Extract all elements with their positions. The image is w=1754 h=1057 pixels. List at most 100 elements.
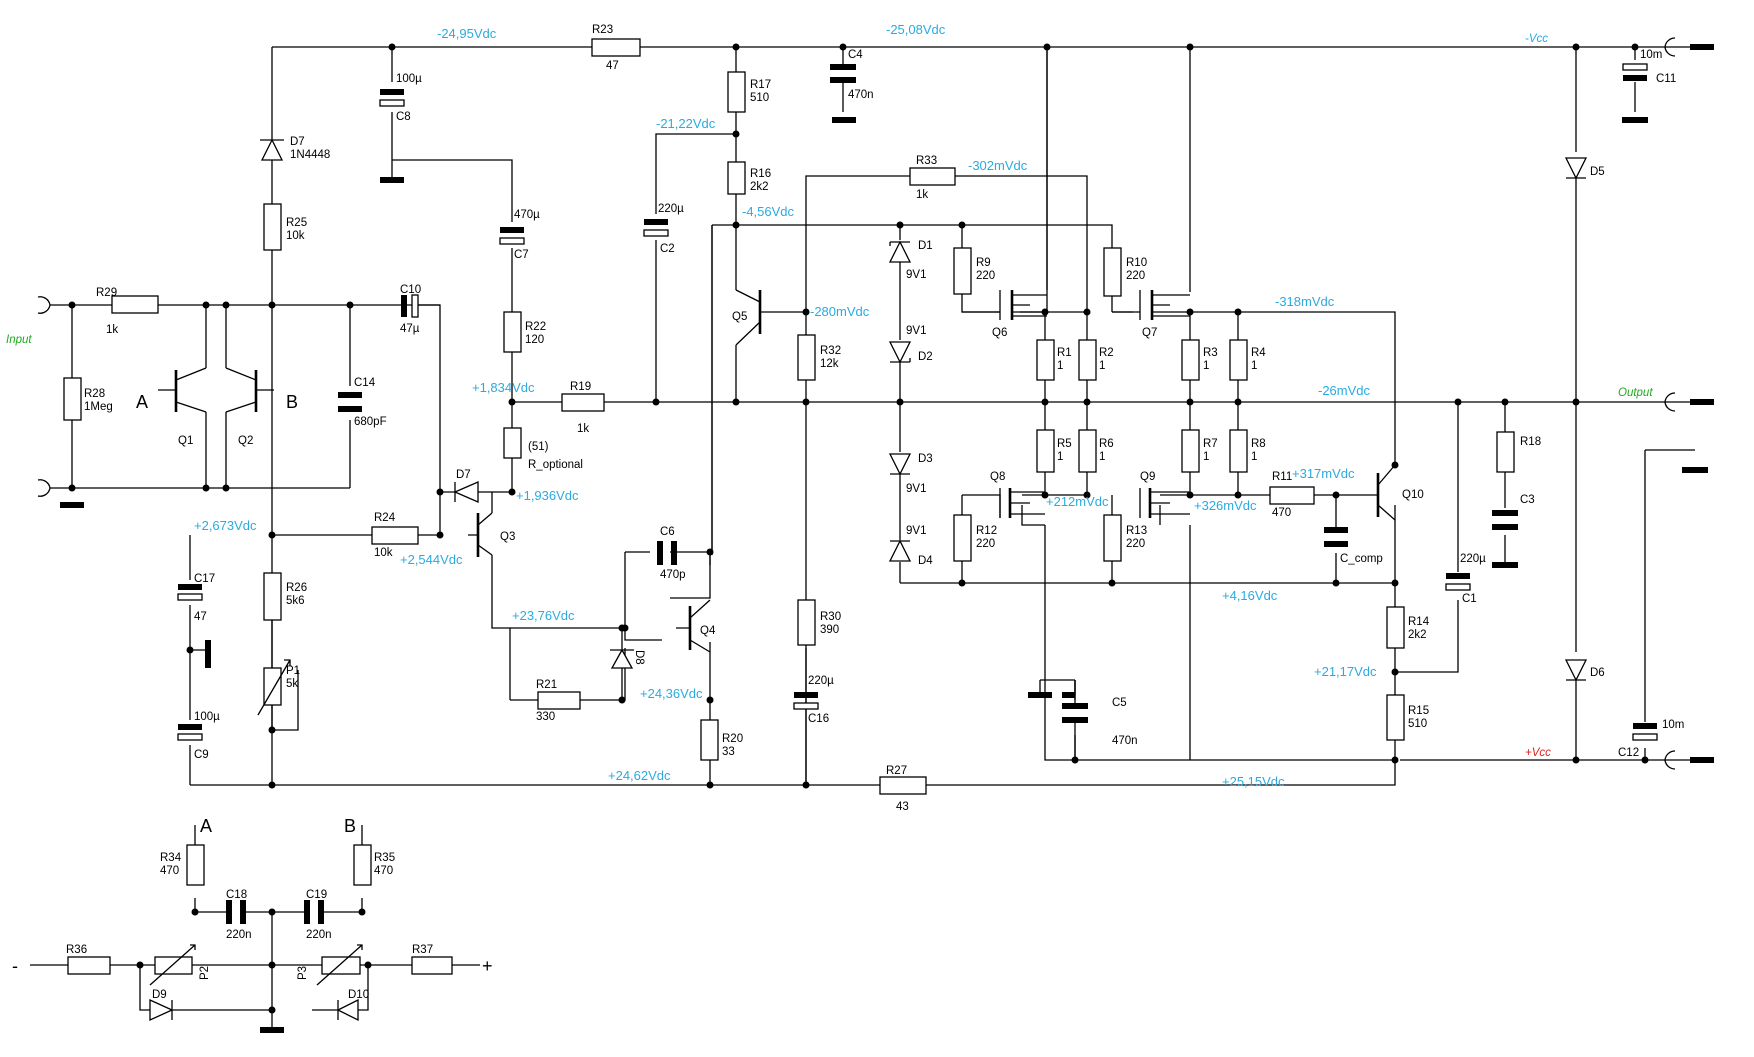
- part-ref: R19: [570, 381, 591, 393]
- part-ref: R4: [1251, 347, 1266, 359]
- voltage-label: -26mVdc: [1318, 383, 1371, 398]
- minus-terminal-label: -: [12, 956, 18, 976]
- part-ref: R18: [1520, 436, 1541, 448]
- part-value: 470: [160, 865, 179, 877]
- voltage-label: +23,76Vdc: [512, 608, 575, 623]
- part-value: 1k: [916, 189, 928, 201]
- part-ref: R8: [1251, 438, 1266, 450]
- q8-mosfet: [999, 488, 1045, 518]
- part-ref: C16: [808, 713, 829, 725]
- part-ref: R21: [536, 679, 557, 691]
- part-ref: C18: [226, 889, 247, 901]
- transistors: [158, 289, 1396, 653]
- part-ref: Q4: [700, 625, 716, 637]
- part-value: 220n: [226, 929, 252, 941]
- c19-capacitor: [304, 900, 324, 924]
- c14-capacitor: [338, 392, 362, 412]
- q9-mosfet: [1139, 488, 1190, 518]
- part-value: 47: [194, 611, 207, 623]
- plus-terminal-label: +: [482, 956, 493, 976]
- part-ref: R36: [66, 944, 87, 956]
- resistors: [63, 38, 1515, 975]
- r3-resistor: [1181, 339, 1200, 381]
- part-ref: R12: [976, 525, 997, 537]
- part-ref: R1: [1057, 347, 1072, 359]
- part-ref: R22: [525, 321, 546, 333]
- r7-resistor: [1181, 429, 1200, 473]
- voltage-label: +1,936Vdc: [516, 488, 579, 503]
- c8-capacitor: [379, 89, 405, 107]
- part-ref: R23: [592, 24, 613, 36]
- c17-capacitor: [177, 584, 203, 601]
- r13-resistor: [1103, 514, 1122, 562]
- voltage-label: +25,15Vdc: [1222, 774, 1285, 789]
- part-ref: R9: [976, 257, 991, 269]
- part-value: 33: [722, 746, 735, 758]
- part-value: 1: [1203, 451, 1209, 463]
- part-ref: D7: [290, 136, 305, 148]
- part-ref: R35: [374, 852, 395, 864]
- part-ref: C19: [306, 889, 327, 901]
- part-ref: R16: [750, 168, 771, 180]
- part-ref: C3: [1520, 494, 1535, 506]
- part-ref: R25: [286, 217, 307, 229]
- part-value: 1: [1099, 360, 1105, 372]
- input-label: Input: [6, 334, 32, 346]
- part-ref: Q5: [732, 311, 747, 323]
- vcc-pos-label: +Vcc: [1525, 747, 1551, 759]
- part-value: 470n: [848, 89, 874, 101]
- c2-capacitor: [643, 219, 669, 237]
- q4-transistor: [688, 599, 711, 653]
- part-value: 5k6: [286, 595, 305, 607]
- node-b-label: B: [286, 392, 298, 412]
- part-value: 47: [606, 60, 619, 72]
- part-ref: R37: [412, 944, 433, 956]
- part-value: 470: [1272, 507, 1291, 519]
- r18-resistor: [1496, 431, 1515, 473]
- part-value: 1: [1251, 360, 1257, 372]
- d2-zener: [888, 341, 912, 364]
- r30-resistor: [797, 599, 816, 646]
- voltage-label: +2,544Vdc: [400, 552, 463, 567]
- q7-mosfet: [1112, 290, 1190, 320]
- c16-capacitor: [793, 692, 819, 710]
- part-value: 1: [1057, 360, 1063, 372]
- r16-resistor: [727, 161, 746, 195]
- r27-resistor: [879, 776, 927, 795]
- q10-transistor: [1376, 464, 1396, 521]
- junctions: [68, 43, 1649, 1014]
- part-value: 43: [896, 801, 909, 813]
- r29-resistor: [111, 295, 159, 314]
- part-ref: C12: [1618, 747, 1639, 759]
- part-value: 9V1: [906, 269, 926, 281]
- component-labels: R23 47 R17 510 R16 2k2 R33 1k R25 10k R2…: [66, 24, 1684, 1001]
- p1-potentiometer: [257, 659, 291, 716]
- capacitors: [177, 47, 1658, 924]
- c6-capacitor: [657, 541, 677, 565]
- part-ref: R29: [96, 287, 117, 299]
- r11-resistor: [1269, 486, 1315, 505]
- part-ref: R10: [1126, 257, 1147, 269]
- part-ref: Q1: [178, 435, 193, 447]
- part-value: 220: [976, 538, 995, 550]
- c7-capacitor: [499, 227, 525, 245]
- part-ref: P3: [297, 966, 309, 980]
- r14-resistor: [1386, 606, 1405, 649]
- part-ref: R6: [1099, 438, 1114, 450]
- part-value: 12k: [820, 358, 839, 370]
- part-value: 5k: [286, 678, 298, 690]
- part-ref: Q7: [1142, 327, 1157, 339]
- part-ref: R17: [750, 79, 771, 91]
- c11-capacitor: [1622, 63, 1648, 81]
- part-value: 470: [374, 865, 393, 877]
- part-value: 390: [820, 624, 839, 636]
- part-value: 1k: [106, 324, 118, 336]
- part-value: 220: [1126, 270, 1145, 282]
- voltage-labels: -24,95Vdc -25,08Vdc -21,22Vdc -302mVdc -…: [194, 22, 1377, 789]
- part-value: 510: [750, 92, 769, 104]
- part-ref: R5: [1057, 438, 1072, 450]
- part-ref: R33: [916, 155, 937, 167]
- d1-zener: [888, 240, 912, 263]
- node-b-lower-label: B: [344, 816, 356, 836]
